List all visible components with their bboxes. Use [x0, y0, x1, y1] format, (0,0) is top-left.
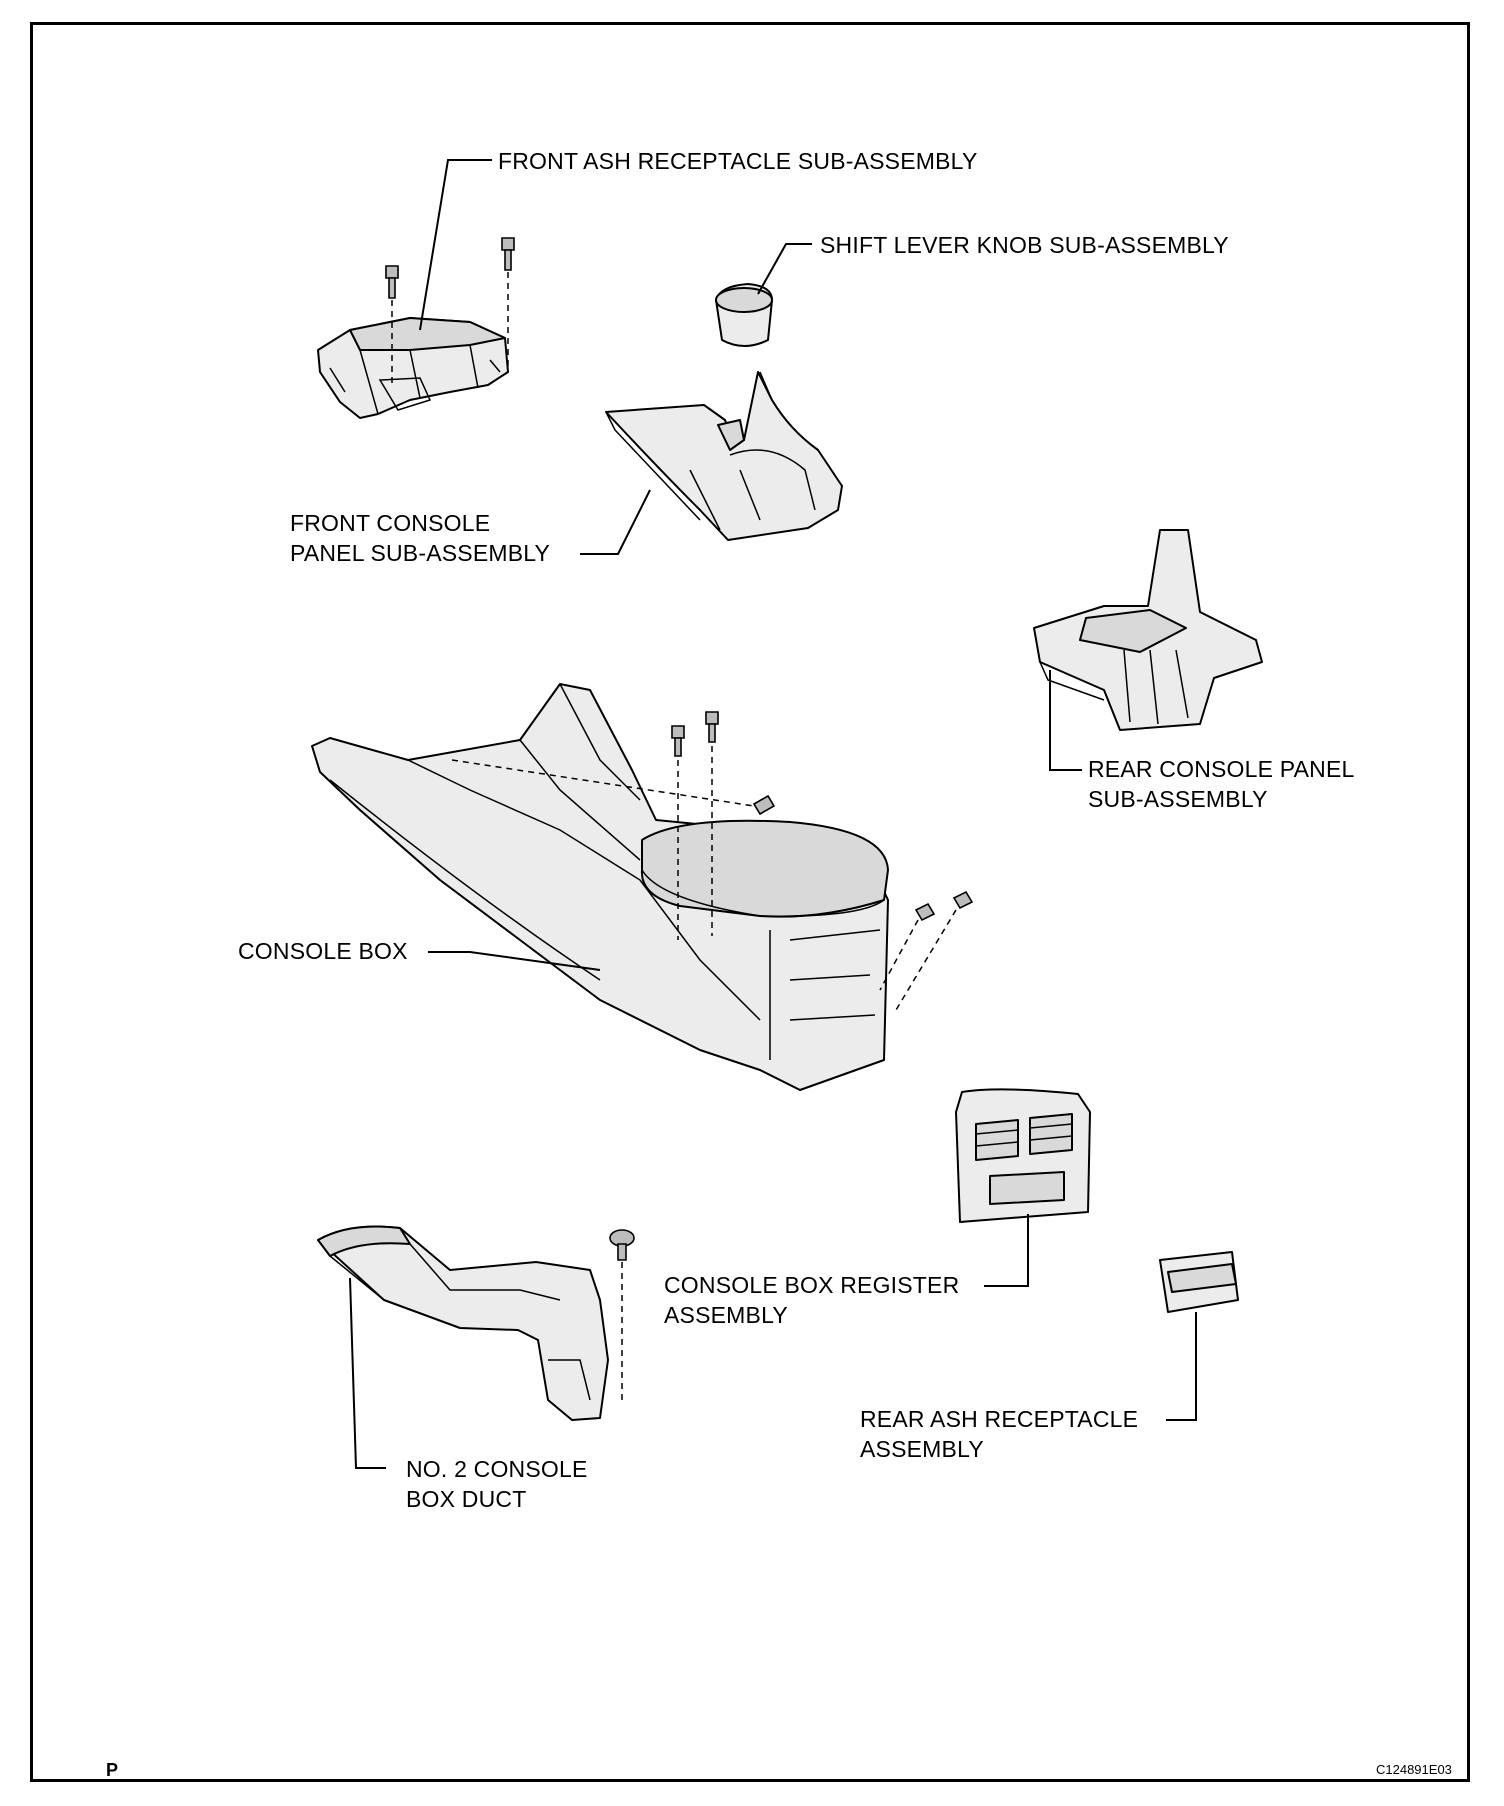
front-console-panel-part: [605, 371, 843, 541]
leader-front-ash: [419, 159, 492, 331]
leader-console-box-register: [984, 1214, 1029, 1287]
label-rear-console-panel-line1: REAR CONSOLE PANEL: [1088, 756, 1355, 782]
label-front-console-panel-line1: FRONT CONSOLE: [290, 510, 491, 536]
label-front-ash-receptacle: FRONT ASH RECEPTACLE SUB-ASSEMBLY: [498, 146, 978, 176]
label-shift-lever-knob-text: SHIFT LEVER KNOB SUB-ASSEMBLY: [820, 232, 1229, 258]
label-rear-console-panel: REAR CONSOLE PANEL SUB-ASSEMBLY: [1088, 754, 1354, 814]
console-box-bolt-2: [705, 711, 719, 936]
leader-front-console-panel: [580, 489, 651, 555]
leader-rear-console-panel: [1049, 670, 1082, 771]
label-rear-ash-receptacle: REAR ASH RECEPTACLE ASSEMBLY: [860, 1404, 1138, 1464]
front-ash-bolt-right: [501, 237, 515, 372]
front-ash-receptacle-part: [317, 317, 509, 419]
front-ash-bolt-left: [385, 265, 399, 388]
console-box-bolt-4: [879, 902, 936, 991]
label-shift-lever-knob: SHIFT LEVER KNOB SUB-ASSEMBLY: [820, 230, 1229, 260]
leader-shift-knob: [757, 243, 812, 295]
leader-rear-ash: [1166, 1312, 1197, 1421]
console-box-part: [311, 683, 889, 1091]
label-console-box: CONSOLE BOX: [238, 936, 408, 966]
label-front-ash-receptacle-text: FRONT ASH RECEPTACLE SUB-ASSEMBLY: [498, 148, 978, 174]
leader-console-box: [428, 951, 601, 971]
page-marker: P: [106, 1760, 119, 1780]
duct-clip: [609, 1229, 635, 1402]
no2-console-box-duct-part: [317, 1225, 609, 1421]
rear-console-panel-part: [1033, 529, 1263, 731]
figure-code: C124891E03: [1376, 1762, 1452, 1777]
rear-ash-receptacle-part: [1159, 1251, 1239, 1313]
label-rear-ash-receptacle-line1: REAR ASH RECEPTACLE: [860, 1406, 1139, 1432]
label-rear-console-panel-line2: SUB-ASSEMBLY: [1088, 786, 1268, 812]
shift-lever-knob-part: [715, 283, 773, 347]
label-console-box-register: CONSOLE BOX REGISTER ASSEMBLY: [664, 1270, 959, 1330]
label-console-box-register-line2: ASSEMBLY: [664, 1302, 788, 1328]
label-no2-console-duct-line2: BOX DUCT: [406, 1486, 527, 1512]
label-no2-console-duct-line1: NO. 2 CONSOLE: [406, 1456, 588, 1482]
label-rear-ash-receptacle-line2: ASSEMBLY: [860, 1436, 984, 1462]
console-box-bolt-3: [451, 759, 776, 816]
console-box-register-part: [955, 1088, 1091, 1223]
label-console-box-text: CONSOLE BOX: [238, 938, 408, 964]
label-no2-console-box-duct: NO. 2 CONSOLE BOX DUCT: [406, 1454, 588, 1514]
console-box-bolt-1: [671, 725, 685, 940]
console-box-bolt-5: [895, 890, 974, 1011]
label-front-console-panel-line2: PANEL SUB-ASSEMBLY: [290, 540, 551, 566]
label-console-box-register-line1: CONSOLE BOX REGISTER: [664, 1272, 960, 1298]
leader-no2-duct: [349, 1277, 386, 1469]
label-front-console-panel: FRONT CONSOLE PANEL SUB-ASSEMBLY: [290, 508, 550, 568]
